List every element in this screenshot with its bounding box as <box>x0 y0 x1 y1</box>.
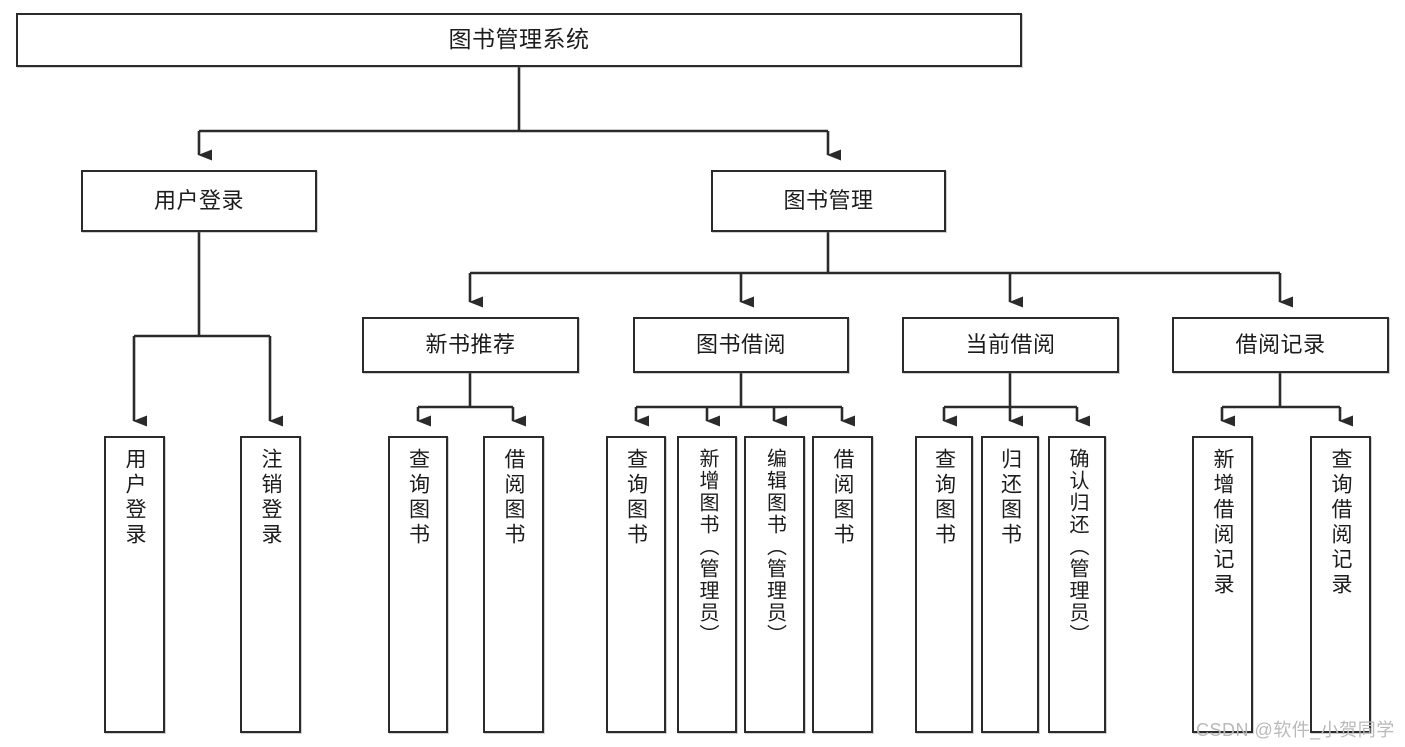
node-leaf-query-book-3[interactable]: 查询图书 <box>915 436 973 733</box>
node-leaf-add-book[interactable]: 新增图书（管理员） <box>677 436 737 733</box>
node-leaf-query-record-label: 查询借阅记录 <box>1329 448 1352 598</box>
node-leaf-confirm-return-label: 确认归还（管理员） <box>1066 448 1088 646</box>
node-new-book-rec-label: 新书推荐 <box>425 332 516 358</box>
node-leaf-add-book-label: 新增图书（管理员） <box>696 448 718 646</box>
node-leaf-edit-book[interactable]: 编辑图书（管理员） <box>744 436 805 733</box>
node-leaf-query-record[interactable]: 查询借阅记录 <box>1310 436 1371 733</box>
node-current-borrow[interactable]: 当前借阅 <box>902 317 1119 373</box>
node-current-borrow-label: 当前借阅 <box>965 332 1056 358</box>
node-leaf-borrow-book-1[interactable]: 借阅图书 <box>483 436 544 733</box>
node-leaf-confirm-return[interactable]: 确认归还（管理员） <box>1048 436 1106 733</box>
node-new-book-rec[interactable]: 新书推荐 <box>362 317 579 373</box>
node-leaf-edit-book-label: 编辑图书（管理员） <box>763 448 786 646</box>
node-borrow-record[interactable]: 借阅记录 <box>1172 317 1389 373</box>
node-leaf-query-book-2-label: 查询图书 <box>624 448 648 548</box>
node-book-manage[interactable]: 图书管理 <box>711 170 946 232</box>
node-root-label: 图书管理系统 <box>448 26 590 53</box>
node-leaf-query-book-3-label: 查询图书 <box>932 448 956 548</box>
node-root[interactable]: 图书管理系统 <box>16 13 1022 67</box>
node-leaf-query-book-2[interactable]: 查询图书 <box>606 436 666 733</box>
node-leaf-borrow-book-2-label: 借阅图书 <box>831 448 854 548</box>
node-book-manage-label: 图书管理 <box>783 188 874 214</box>
node-user-login-label: 用户登录 <box>153 188 244 214</box>
node-borrow-record-label: 借阅记录 <box>1235 332 1326 358</box>
node-leaf-user-login[interactable]: 用户登录 <box>104 436 165 733</box>
node-leaf-borrow-book-2[interactable]: 借阅图书 <box>812 436 873 733</box>
node-user-login[interactable]: 用户登录 <box>81 170 317 232</box>
csdn-watermark: CSDN @软件_小贺同学 <box>1196 720 1395 740</box>
node-book-borrow[interactable]: 图书借阅 <box>633 317 849 373</box>
node-leaf-query-book-1[interactable]: 查询图书 <box>388 436 448 733</box>
node-leaf-borrow-book-1-label: 借阅图书 <box>502 448 525 548</box>
node-leaf-query-book-1-label: 查询图书 <box>406 448 430 548</box>
node-leaf-return-book[interactable]: 归还图书 <box>981 436 1039 733</box>
node-leaf-user-logout[interactable]: 注销登录 <box>240 436 301 733</box>
node-leaf-add-record[interactable]: 新增借阅记录 <box>1192 436 1253 733</box>
node-leaf-user-login-label: 用户登录 <box>123 448 146 548</box>
node-book-borrow-label: 图书借阅 <box>695 332 786 358</box>
node-leaf-return-book-label: 归还图书 <box>998 448 1022 548</box>
node-leaf-add-record-label: 新增借阅记录 <box>1211 448 1234 598</box>
node-leaf-user-logout-label: 注销登录 <box>259 448 282 548</box>
